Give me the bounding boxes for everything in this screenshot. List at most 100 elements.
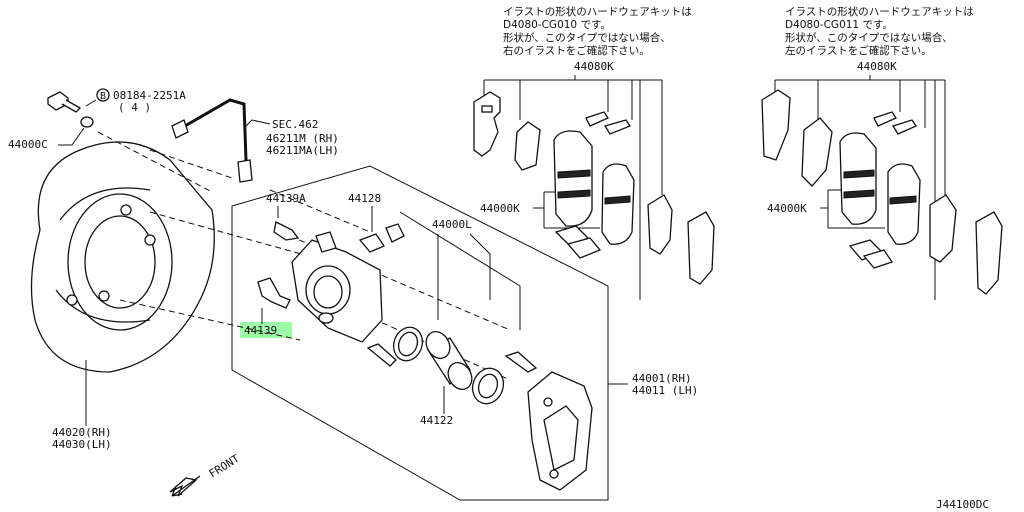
assembly-line-7 (269, 189, 371, 233)
anti-rattle-clip-right-3 (929, 194, 957, 263)
brake-hose (177, 98, 248, 177)
pad-groove (843, 189, 875, 199)
leader-44000k-left (533, 191, 600, 229)
bracket-window (543, 405, 579, 471)
backing-plate (30, 141, 215, 373)
pad-shim-left-b (566, 237, 602, 259)
brake-pad-right-outer (887, 163, 921, 245)
highlight-44139 (240, 322, 292, 338)
bleeder-screw (273, 221, 300, 241)
bolt-shank (61, 99, 82, 113)
kit-left-parts (473, 91, 715, 285)
pad-groove (843, 169, 875, 179)
assembly-line-4 (119, 299, 301, 341)
anti-rattle-clip-left-2 (514, 121, 541, 171)
bleeder-cap-small (385, 223, 405, 243)
anti-rattle-clip-right-2 (801, 117, 833, 187)
hose-fitting-top (171, 119, 189, 139)
bleeder-cap (358, 233, 385, 253)
anti-rattle-clip-right-4 (975, 211, 1003, 295)
leader-44000k-right (820, 189, 885, 229)
anti-rattle-clip-right-1 (761, 89, 791, 161)
front-arrow-icon (169, 477, 198, 497)
leader-44000l (437, 233, 491, 320)
bracket-outline (527, 371, 593, 491)
bracket-hole (549, 469, 559, 479)
caliper-body (291, 231, 383, 343)
brake-pad-left-outer (601, 163, 635, 245)
label-caliper-rh: 44001(RH) (632, 372, 692, 385)
leader-44080k-right (774, 75, 946, 300)
note-left-line-3: 形状が、このタイプではない場合、 (503, 31, 671, 44)
bolt-hole (144, 234, 156, 246)
label-plate-rh: 44020(RH) (52, 426, 112, 439)
label-44139: 44139 (244, 324, 277, 337)
caliper-group-frame (231, 165, 609, 501)
brake-pad-right-inner (839, 132, 877, 225)
callout-circle-letter: B (100, 91, 106, 102)
label-44000l: 44000L (432, 218, 472, 231)
pad-clip-right-a (873, 111, 897, 127)
backing-plate-contour-2 (59, 187, 151, 221)
guide-pin-right (504, 351, 538, 373)
label-44128: 44128 (348, 192, 381, 205)
label-44122: 44122 (420, 414, 453, 427)
note-right-line-3: 形状が、このタイプではない場合、 (785, 31, 953, 44)
pad-groove (604, 195, 631, 205)
label-bolt-part: 08184-2251A (113, 89, 186, 102)
clip-slot (481, 105, 493, 113)
callout-circle (96, 88, 110, 102)
bolt-hole (120, 204, 132, 216)
assembly-line-1 (97, 131, 213, 193)
label-44000k-right: 44000K (767, 202, 807, 215)
label-44000k-left: 44000K (480, 202, 520, 215)
note-left: イラストの形状のハードウェアキットは D4080-CG010 です。 形状が、こ… (503, 5, 692, 57)
brake-pad-left-inner (553, 130, 593, 227)
front-arrow: FRONT (169, 452, 242, 497)
pad-groove (557, 169, 591, 179)
piston-bottom (447, 362, 473, 390)
pad-clip-left-b (603, 119, 631, 135)
diagram-id: J44100DC (936, 498, 989, 511)
caliper-bore-inner (313, 275, 343, 309)
assembly-line-2 (149, 149, 233, 179)
label-front: FRONT (207, 452, 242, 481)
anti-rattle-clip-left-1 (473, 91, 501, 157)
label-caliper-lh: 44011 (LH) (632, 384, 698, 397)
pin-bolt (257, 277, 291, 309)
note-right: イラストの形状のハードウェアキットは D4080-CG011 です。 形状が、こ… (785, 5, 974, 57)
label-44080k-right: 44080K (857, 60, 897, 73)
bolt-hole (66, 294, 78, 306)
anti-rattle-clip-left-3 (647, 194, 673, 255)
leader-washer (58, 127, 85, 146)
note-left-line-4: 右のイラストをご確認下さい。 (503, 44, 650, 57)
anti-rattle-clip-left-4 (687, 211, 715, 285)
label-hose-rh: 46211M (RH) (266, 132, 339, 145)
guide-pin-left (366, 343, 397, 367)
washer (80, 116, 94, 128)
bracket-hole (543, 397, 553, 407)
backing-plate-contour (55, 289, 151, 323)
bolt-hole (98, 290, 110, 302)
hose-fitting-bottom (237, 159, 253, 183)
note-right-line-1: イラストの形状のハードウェアキットは (785, 5, 974, 18)
leader-sec (245, 119, 271, 127)
piston-top (425, 331, 451, 359)
caliper-ear-top (315, 231, 337, 253)
pad-clip-right-b (892, 119, 917, 135)
label-sec: SEC.462 (272, 118, 318, 131)
note-right-line-4: 左のイラストをご確認下さい。 (785, 44, 932, 57)
backing-plate-hub-inner (84, 215, 156, 309)
note-left-line-1: イラストの形状のハードウェアキットは (503, 5, 692, 18)
label-plate-lh: 44030(LH) (52, 438, 112, 451)
leader-44080k-left (483, 75, 663, 300)
note-right-line-2: D4080-CG011 です。 (785, 19, 893, 31)
label-washer: 44000C (8, 138, 48, 151)
caliper-bracket (527, 371, 593, 491)
front-arrow-shaft (171, 475, 201, 497)
note-left-line-2: D4080-CG010 です。 (503, 19, 611, 31)
label-bolt-qty: ( 4 ) (118, 101, 151, 114)
seal-kit-frame (399, 211, 521, 330)
